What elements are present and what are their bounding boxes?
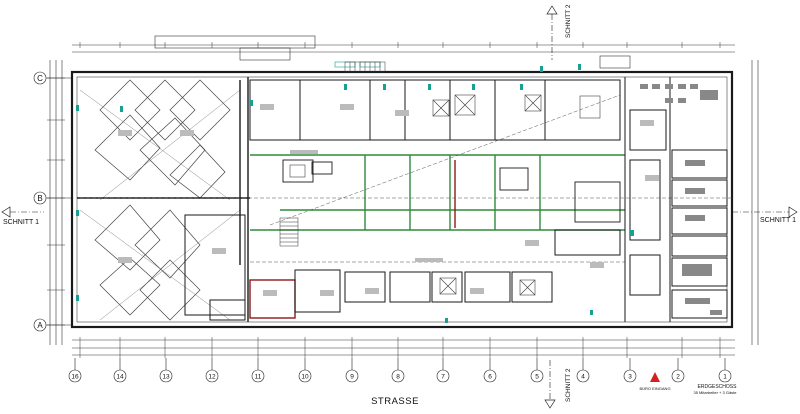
street-label: STRASSE <box>371 396 419 407</box>
grid-column-labels: 16 14 13 12 11 10 9 8 7 6 5 4 3 2 1 <box>71 374 727 381</box>
equipment-boxes <box>289 94 601 296</box>
row-axis-label-a: A <box>37 321 43 330</box>
middle-rooms <box>282 159 621 223</box>
col-axis-11: 11 <box>255 374 262 381</box>
col-axis-15: 15 <box>94 374 102 381</box>
col-axis-8: 8 <box>396 374 400 381</box>
col-axis-5: 5 <box>535 374 539 381</box>
col-axis-12: 12 <box>208 374 216 381</box>
room-annotations <box>118 104 659 296</box>
col-axis-9: 9 <box>350 374 354 381</box>
teal-markers <box>76 61 634 323</box>
col-axis-16: 16 <box>71 374 79 381</box>
col-axis-3: 3 <box>628 374 632 381</box>
roof-projections <box>154 35 631 69</box>
section-2-bottom-marker <box>544 360 556 409</box>
row-axis-label-b: B <box>37 194 42 203</box>
section-1-left-marker <box>1 206 44 218</box>
upper-rooms <box>249 79 621 141</box>
entrance-marker-icon <box>650 372 660 382</box>
dashed-reference-lines <box>80 94 732 263</box>
section-2-bottom-label: SCHNITT 2 <box>565 368 572 402</box>
row-axis-label-c: C <box>37 74 43 83</box>
col-axis-4: 4 <box>581 374 585 381</box>
section-1-right-marker <box>732 206 798 218</box>
col-axis-6: 6 <box>488 374 492 381</box>
grid-column-axes <box>68 358 732 383</box>
entrance-label: BÜRO EINGANG <box>639 386 670 391</box>
hall-partition <box>239 77 249 322</box>
red-walls <box>249 160 456 319</box>
hall-racking <box>94 79 231 321</box>
col-axis-14: 14 <box>116 374 124 381</box>
hall-diagonal-lines <box>79 89 241 321</box>
office-desks <box>640 84 722 315</box>
lower-rooms <box>184 214 621 321</box>
col-axis-13: 13 <box>162 374 170 381</box>
section-2-top-label: SCHNITT 2 <box>565 4 572 38</box>
col-axis-10: 10 <box>301 374 309 381</box>
col-axis-2: 2 <box>676 374 680 381</box>
office-block <box>624 77 728 322</box>
section-1-right-label: SCHNITT 1 <box>760 217 796 224</box>
green-partitions <box>250 154 625 231</box>
section-1-left-label: SCHNITT 1 <box>3 219 39 226</box>
col-axis-1: 1 <box>723 374 727 381</box>
col-axis-7: 7 <box>441 374 445 381</box>
floor-subtitle: 35 Mitarbeiter + 3 Gäste <box>693 390 737 395</box>
floor-title: ERDGESCHOSS <box>698 384 738 390</box>
stairs <box>279 61 386 247</box>
dimension-lines <box>49 44 759 356</box>
grid-row-axes <box>33 71 72 332</box>
section-2-top-marker <box>546 5 558 60</box>
